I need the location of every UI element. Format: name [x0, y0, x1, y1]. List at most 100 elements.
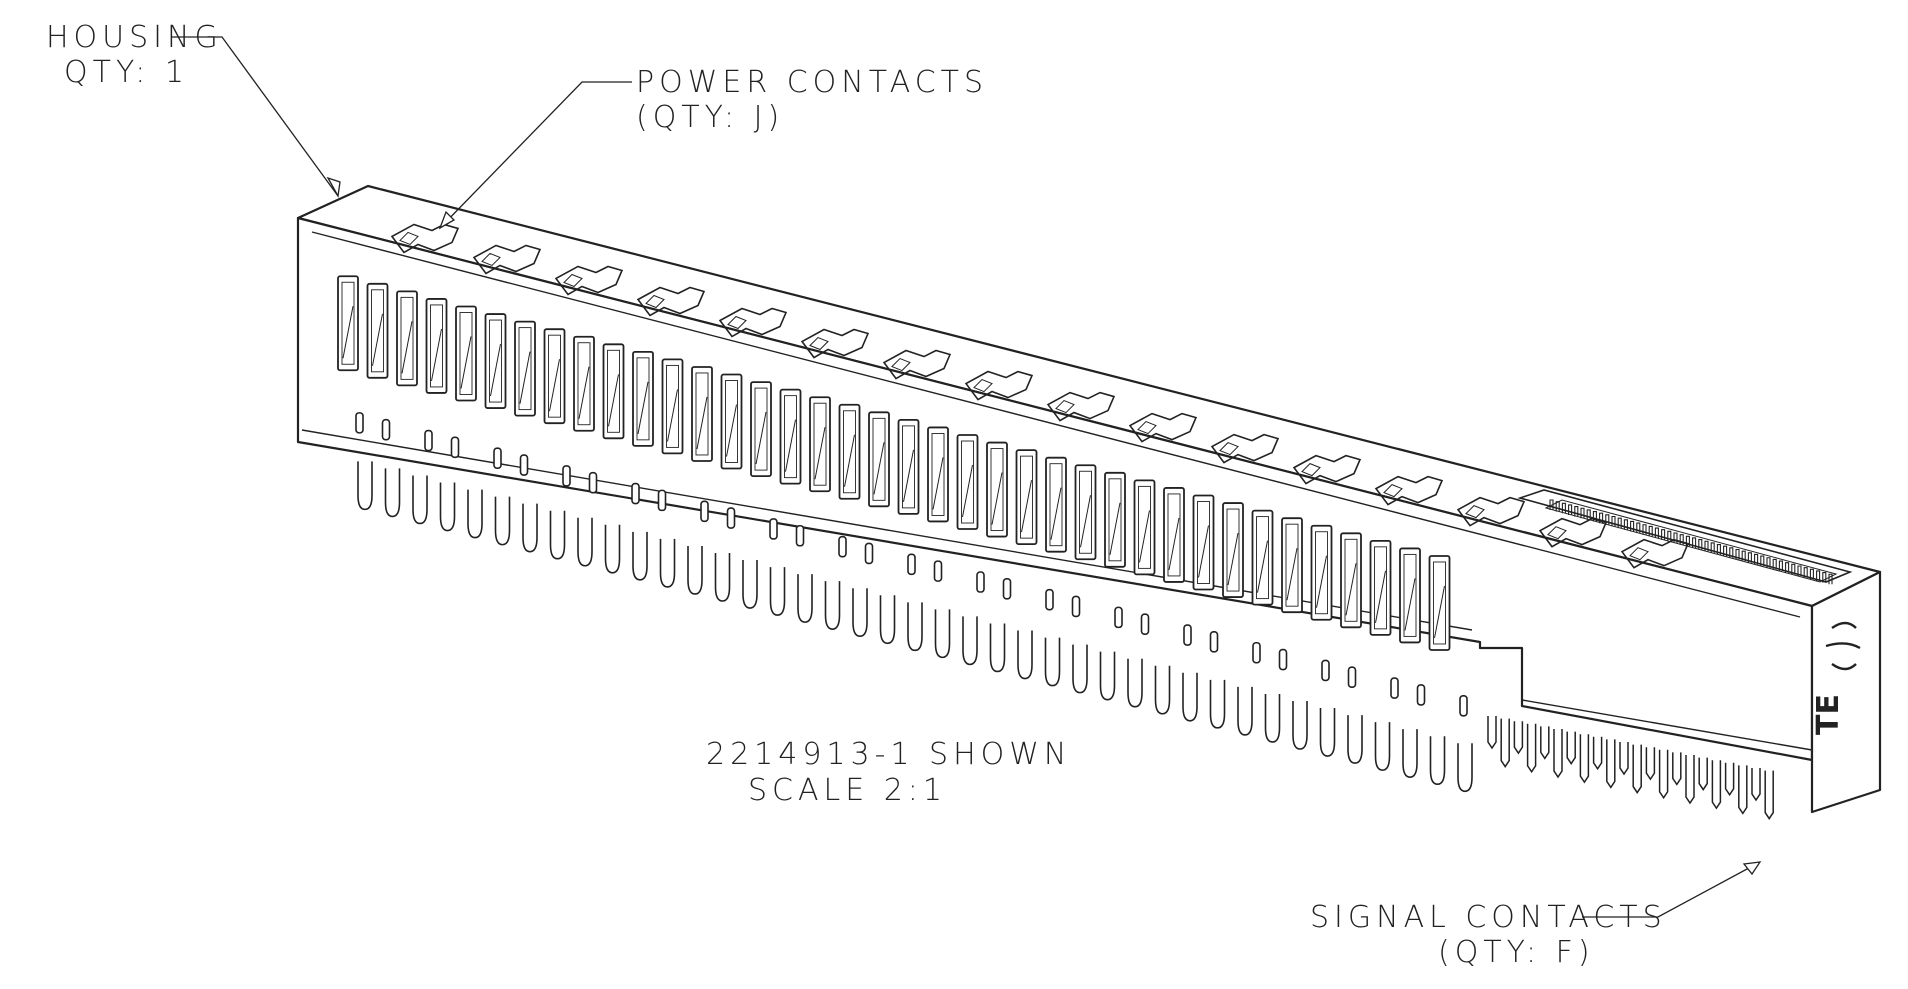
slot-tooth [1679, 534, 1684, 545]
small-slot [769, 518, 778, 540]
front-window [1340, 532, 1362, 629]
front-window [809, 396, 831, 493]
power-tail [1017, 630, 1033, 680]
window-detail [490, 343, 501, 397]
window-inner [754, 387, 768, 471]
signal-tail [1698, 757, 1708, 791]
window-detail [1050, 487, 1062, 540]
window-inner [430, 304, 443, 388]
window-inner [1108, 478, 1122, 562]
power-tail [1209, 679, 1226, 729]
front-window [1074, 464, 1097, 561]
window-detail [785, 419, 796, 472]
power-tail [604, 524, 621, 574]
slot-tooth [1828, 573, 1833, 585]
power-tail [357, 461, 373, 511]
slot-tooth [1636, 522, 1641, 534]
small-slot [562, 465, 571, 487]
window-detail [1080, 495, 1091, 548]
cavity-detail [645, 294, 665, 309]
window-detail [1227, 532, 1239, 586]
power-tail [769, 567, 786, 616]
window-detail [844, 434, 855, 487]
cavity [554, 265, 624, 296]
cavity-detail [1629, 547, 1649, 561]
front-window [1192, 494, 1215, 591]
window-detail [401, 321, 413, 374]
cavity-detail [1383, 484, 1403, 498]
front-window [632, 350, 654, 447]
power-tail [1044, 637, 1061, 687]
window-inner [1049, 463, 1063, 547]
window-inner [1344, 538, 1358, 622]
power-tail [467, 489, 483, 539]
slot-tooth [1673, 532, 1678, 543]
front-window [720, 373, 743, 470]
slot-tooth [1741, 550, 1746, 562]
cavity [1456, 496, 1526, 527]
front-window [1428, 555, 1451, 651]
window-inner [725, 380, 738, 463]
power-tail [1347, 715, 1363, 764]
slot-tooth [1667, 530, 1672, 542]
window-detail [696, 396, 708, 450]
window-detail [1198, 525, 1209, 578]
slot-tooth [1803, 567, 1808, 578]
small-slot [1459, 694, 1468, 717]
front-window [691, 366, 713, 462]
power-tail [1127, 658, 1143, 708]
window-inner [1138, 485, 1151, 569]
window-detail [1286, 548, 1298, 601]
signal-tail [1738, 765, 1748, 815]
small-slot [1252, 641, 1261, 664]
small-slot [1114, 606, 1123, 629]
window-detail [1257, 540, 1268, 593]
power-tail [522, 503, 538, 553]
cavity-detail [1547, 526, 1567, 540]
window-inner [636, 357, 650, 441]
window-inner [607, 349, 620, 433]
cavity [1374, 475, 1444, 506]
slot-tooth [1642, 524, 1647, 535]
slot-tooth [1685, 535, 1690, 547]
window-detail [814, 427, 826, 480]
cavity [472, 244, 542, 275]
cavity [1292, 454, 1362, 485]
window-inner [872, 417, 886, 501]
power-tail [1374, 722, 1391, 771]
cavity-detail [1465, 505, 1485, 519]
window-detail [962, 464, 973, 518]
front-window [868, 411, 890, 508]
front-window [927, 426, 949, 523]
signal-tail [1685, 755, 1695, 805]
front-window [1369, 539, 1392, 636]
slot-tooth [1723, 545, 1728, 557]
slot-tooth [1809, 568, 1814, 580]
power-tail [824, 581, 841, 630]
small-slot [657, 489, 667, 512]
front-window [425, 298, 448, 394]
window-inner [813, 402, 827, 486]
cavity [1046, 391, 1116, 422]
housing-leader [172, 36, 339, 197]
window-inner [518, 327, 532, 411]
window-inner [990, 448, 1004, 532]
power-tail [494, 496, 511, 546]
small-slot [1183, 624, 1192, 646]
cavity [1210, 433, 1280, 464]
window-detail [1434, 585, 1445, 639]
window-detail [608, 374, 619, 427]
window-detail [1109, 502, 1121, 555]
window-detail [873, 442, 885, 495]
front-window [455, 305, 477, 402]
slot-tooth [1586, 509, 1591, 520]
small-slot [795, 524, 805, 547]
front-window [1163, 487, 1185, 583]
small-slot [381, 418, 391, 441]
power-tail [632, 531, 648, 581]
window-detail [1139, 510, 1150, 563]
front-window [514, 320, 536, 417]
window-inner [1433, 561, 1446, 645]
small-slot [1321, 659, 1330, 682]
window-inner [784, 395, 797, 479]
